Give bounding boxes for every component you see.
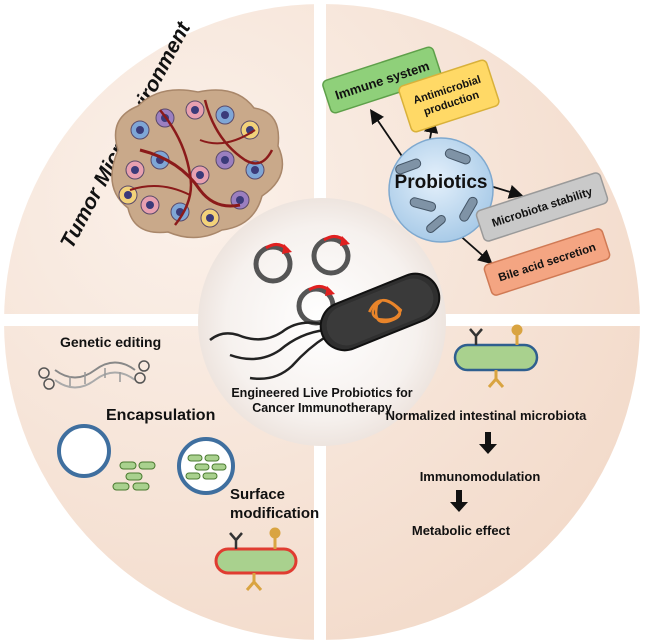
tumor-tissue-illustration xyxy=(111,89,284,239)
empty-capsule-icon xyxy=(57,424,111,478)
probiotics-circle: Probiotics xyxy=(388,137,494,243)
dna-scissors-icon xyxy=(38,360,150,390)
cell-nucleus xyxy=(146,201,154,209)
free-bacteria-icons xyxy=(112,461,156,491)
cell-nucleus xyxy=(221,156,229,164)
plasmid-icon xyxy=(253,244,293,284)
immune-system-box: Immune system xyxy=(322,46,442,114)
antimicrobial-box: Antimicrobial production xyxy=(398,59,500,133)
receptor-icon xyxy=(487,324,523,388)
cell-nucleus xyxy=(251,166,259,174)
down-arrow-icon xyxy=(450,490,468,512)
effects-bacterium-icon xyxy=(453,324,539,388)
cell-nucleus xyxy=(236,196,244,204)
cell-nucleus xyxy=(131,166,139,174)
effects-quadrant: Normalized intestinal microbiota Immunom… xyxy=(386,324,588,538)
probiotics-label: Probiotics xyxy=(395,172,488,193)
cell-nucleus xyxy=(196,171,204,179)
center-caption-line1: Engineered Live Probiotics for xyxy=(231,386,412,400)
probiotic-rods xyxy=(395,148,478,233)
plasmid-icon xyxy=(311,236,351,276)
surface-modification-label-line2: modification xyxy=(230,505,319,522)
receptor-icon xyxy=(245,527,281,591)
antibody-icon xyxy=(229,532,243,549)
effect-step-2: Immunomodulation xyxy=(420,469,541,484)
plasmid-icons xyxy=(253,236,351,326)
cell-nucleus xyxy=(206,214,214,222)
center-caption-line2: Cancer Immunotherapy xyxy=(252,401,392,415)
surface-modification-label-line1: Surface xyxy=(230,486,285,503)
effect-step-1: Normalized intestinal microbiota xyxy=(386,408,588,423)
cell-nucleus xyxy=(124,191,132,199)
effect-step-3: Metabolic effect xyxy=(412,523,511,538)
cell-nucleus xyxy=(221,111,229,119)
center-illustration: Engineered Live Probiotics for Cancer Im… xyxy=(209,235,441,415)
engineered-bacterium xyxy=(319,272,441,352)
genetic-editing-label: Genetic editing xyxy=(60,334,161,350)
modified-bacterium-icon xyxy=(214,527,298,591)
cell-nucleus xyxy=(136,126,144,134)
flagella xyxy=(209,321,328,380)
encapsulated-bacteria-icon xyxy=(177,437,235,495)
down-arrow-icon xyxy=(479,432,497,454)
cell-nucleus xyxy=(191,106,199,114)
antibody-icon xyxy=(469,328,483,345)
encapsulation-label: Encapsulation xyxy=(106,407,215,424)
methods-quadrant: Genetic editing Encapsulation xyxy=(38,334,319,591)
